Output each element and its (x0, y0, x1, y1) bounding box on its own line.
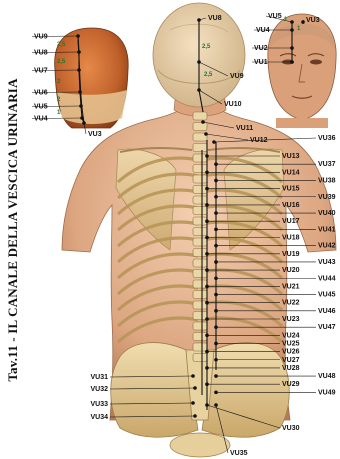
acupoint-label: VU24 (282, 332, 300, 339)
vertebra (193, 249, 207, 257)
vertebra (193, 301, 207, 309)
acupoint-label: VU16 (282, 202, 300, 209)
acupoint-label: VU7 (34, 68, 48, 75)
acupoint-label: VU36 (318, 135, 336, 142)
vertebra (193, 343, 207, 351)
vertebra (193, 165, 207, 173)
vertebra (193, 291, 207, 299)
vertebra (193, 123, 207, 131)
acupoint-label: VU46 (318, 308, 336, 315)
acupoint-label: VU4 (256, 27, 270, 34)
vertebra (193, 238, 207, 246)
acupoint-label: VU45 (318, 292, 336, 299)
acupoint-label: VU32 (90, 386, 108, 393)
acupoint-label: VU34 (90, 414, 108, 421)
acupoint-label: VU44 (318, 275, 336, 282)
vertebra (193, 186, 207, 194)
head-back-inset (55, 28, 129, 128)
acupoint-label: VU11 (236, 125, 253, 132)
acupoint-label: VU1 (254, 59, 268, 66)
acupoint-label: VU10 (224, 101, 242, 108)
acupoint-label: VU17 (282, 218, 300, 225)
acupoint-label: VU4 (34, 116, 48, 123)
vertebra (193, 196, 207, 204)
acupoint-label: VU31 (90, 374, 108, 381)
acupoint-label: VU18 (282, 235, 300, 242)
acupoint-label: VU8 (208, 15, 222, 22)
acupoint-label: VU28 (282, 365, 300, 372)
acupoint-label: VU21 (282, 283, 300, 290)
vertebra (193, 228, 207, 236)
acupoint-label: VU8 (34, 50, 48, 57)
acupoint-label: VU22 (282, 300, 300, 307)
vertebra (193, 259, 207, 267)
vertebra (193, 333, 207, 341)
vertebra (193, 280, 207, 288)
vertebra (193, 207, 207, 215)
cun-label: 2,5 (57, 42, 66, 48)
acupoint-label: VU38 (318, 177, 336, 184)
acupoint-label: VU49 (318, 389, 336, 396)
acupoint-label: VU13 (282, 153, 300, 160)
cun-label: 2,5 (57, 59, 66, 65)
vertebra (193, 354, 207, 362)
acupoint-label: VU43 (318, 259, 336, 266)
acupoint-label: VU27 (282, 357, 300, 364)
acupoint-label: VU14 (282, 169, 300, 176)
vertebra (193, 144, 207, 152)
acupoint-label: VU20 (282, 267, 300, 274)
acupoint-label: VU3 (88, 131, 102, 138)
acupoint-label: VU25 (282, 340, 300, 347)
cun-label: 2,5 (202, 44, 211, 50)
acupoint-label: VU47 (318, 324, 336, 331)
acupoint-label: VU40 (318, 210, 336, 217)
vertebra (193, 112, 207, 120)
acupoint-label: VU35 (230, 450, 248, 457)
vertebra (193, 312, 207, 320)
vertebra (193, 217, 207, 225)
acupoint-label: VU29 (282, 381, 300, 388)
acupoint-label: VU9 (34, 34, 48, 41)
acupoint-label: VU33 (90, 401, 108, 408)
acupoint-label: VU48 (318, 373, 336, 380)
acupoint-label: VU26 (282, 349, 300, 356)
acupoint-label: VU5 (34, 104, 48, 111)
acupoint-label: VU30 (282, 425, 300, 432)
acupoint-label: VU15 (282, 186, 300, 193)
vertebra (193, 175, 207, 183)
acupoint-label: VU37 (318, 161, 336, 168)
acupoint-label: VU23 (282, 316, 300, 323)
acupoint-label: VU5 (268, 13, 282, 20)
vertebra (193, 322, 207, 330)
acupoint-label: VU3 (306, 17, 320, 24)
acupoint-label: VU19 (282, 251, 300, 258)
face-front-inset (268, 14, 336, 128)
acupoint-label: VU6 (34, 90, 48, 97)
cun-label: 2,5 (204, 72, 213, 78)
acupoint-label: VU42 (318, 243, 336, 250)
acupoint-label: VU2 (254, 45, 268, 52)
acupoint-label: VU9 (230, 73, 244, 80)
acupoint-label: VU41 (318, 226, 336, 233)
acupoint-label: VU39 (318, 194, 336, 201)
vertebra (193, 270, 207, 278)
vertebra (193, 154, 207, 162)
